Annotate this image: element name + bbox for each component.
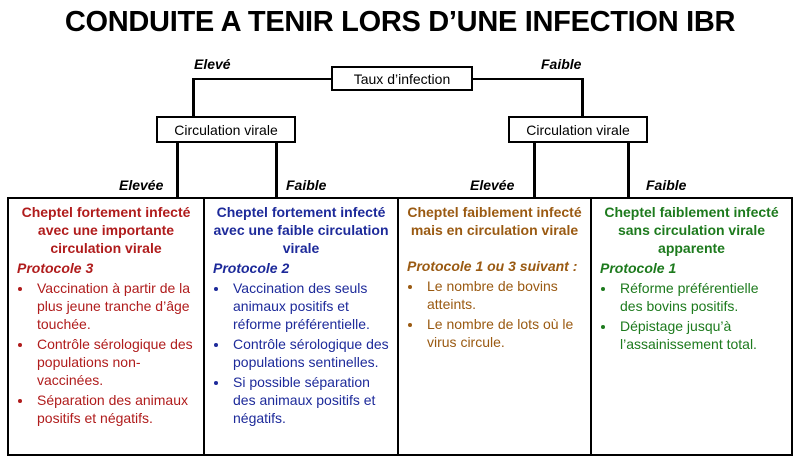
panels-frame (7, 197, 793, 456)
connector-root-left (193, 78, 331, 80)
panel-title: Cheptel faiblement infecté sans circulat… (604, 204, 779, 256)
panel-protocole-1: Cheptel faiblement infecté sans circulat… (592, 197, 791, 454)
panel-protocole-1-ou-3: Cheptel faiblement infecté mais en circu… (399, 197, 590, 454)
panel-title: Cheptel fortement infecté avec une faibl… (213, 204, 389, 256)
connector-l2right-a (533, 143, 536, 197)
panel-divider-3 (590, 197, 592, 456)
panel-protocol: Protocole 3 (17, 260, 94, 276)
list-item: Le nombre de bovins atteints. (423, 277, 582, 313)
branch-label-elevee-1: Elevée (119, 177, 164, 193)
panel-list: Vaccination des seuls animaux positifs e… (213, 279, 389, 427)
list-item: Réforme préférentielle des bovins positi… (616, 279, 783, 315)
connector-l2right-b (627, 143, 630, 197)
connector-left-down (192, 78, 195, 116)
panel-protocol: Protocole 1 ou 3 suivant : (407, 258, 578, 274)
branch-label-eleve: Elevé (194, 56, 231, 72)
panel-protocol: Protocole 2 (213, 260, 290, 276)
node-circulation-virale-right: Circulation virale (508, 116, 648, 143)
panel-divider-2 (397, 197, 399, 456)
list-item: Le nombre de lots où le virus circule. (423, 315, 582, 351)
list-item: Séparation des animaux positifs et négat… (33, 391, 195, 427)
connector-root-right (473, 78, 583, 80)
branch-label-elevee-2: Elevée (470, 177, 515, 193)
panel-protocole-3: Cheptel fortement infecté avec une impor… (9, 197, 203, 454)
diagram-title: CONDUITE A TENIR LORS D’UNE INFECTION IB… (64, 6, 736, 38)
list-item: Vaccination à partir de la plus jeune tr… (33, 279, 195, 333)
panel-list: Réforme préférentielle des bovins positi… (600, 279, 783, 353)
root-node-taux-infection: Taux d’infection (331, 66, 473, 91)
list-item: Vaccination des seuls animaux positifs e… (229, 279, 389, 333)
panel-list: Le nombre de bovins atteints. Le nombre … (407, 277, 582, 351)
root-node-label: Taux d’infection (353, 70, 451, 87)
panel-divider-1 (203, 197, 205, 456)
panel-title: Cheptel fortement infecté avec une impor… (21, 204, 191, 256)
list-item: Contrôle sérologique des populations sen… (229, 335, 389, 371)
panel-title: Cheptel faiblement infecté mais en circu… (407, 204, 582, 238)
list-item: Contrôle sérologique des populations non… (33, 335, 195, 389)
node-circulation-label-right: Circulation virale (526, 121, 630, 138)
panel-list: Vaccination à partir de la plus jeune tr… (17, 279, 195, 427)
branch-label-faible: Faible (541, 56, 582, 72)
panel-protocol: Protocole 1 (600, 260, 677, 276)
branch-label-faible-1: Faible (286, 177, 327, 193)
list-item: Si possible séparation des animaux posit… (229, 373, 389, 427)
node-circulation-virale-left: Circulation virale (156, 116, 296, 143)
node-circulation-label-left: Circulation virale (174, 121, 278, 138)
connector-right-down (581, 78, 584, 116)
list-item: Dépistage jusqu’à l’assainissement total… (616, 317, 783, 353)
branch-label-faible-2: Faible (646, 177, 687, 193)
panel-protocole-2: Cheptel fortement infecté avec une faibl… (205, 197, 397, 454)
connector-l2left-b (275, 143, 278, 197)
connector-l2left-a (176, 143, 179, 197)
